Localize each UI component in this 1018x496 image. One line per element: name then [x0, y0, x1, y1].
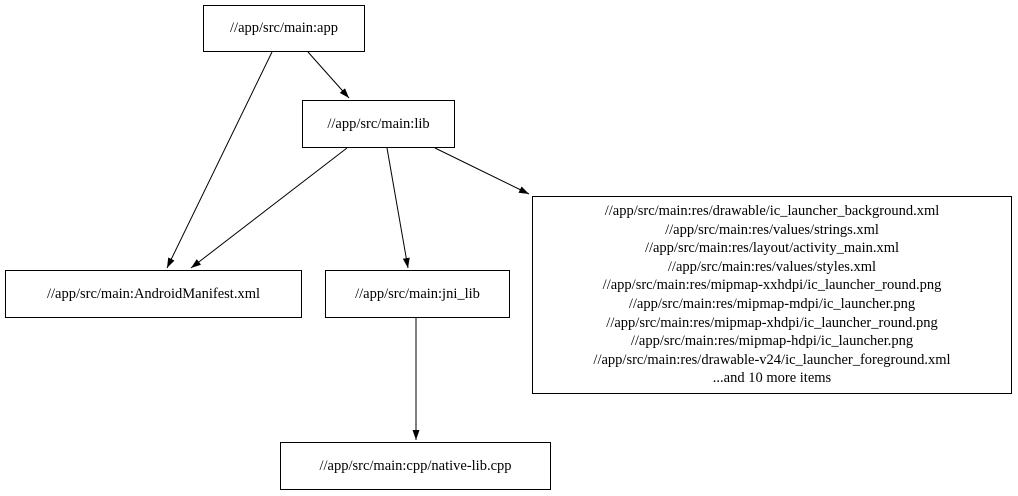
res-group-more-items: ...and 10 more items	[712, 370, 832, 387]
node-app-label: //app/src/main:app	[230, 20, 338, 36]
edge-lib-to-jni-lib	[386, 147, 410, 269]
res-group-line: //app/src/main:res/layout/activity_main.…	[644, 240, 900, 257]
node-res-group: //app/src/main:res/drawable/ic_launcher_…	[532, 196, 1012, 394]
edge-app-to-android-manifest	[166, 51, 273, 269]
res-group-line: //app/src/main:res/values/styles.xml	[667, 258, 877, 275]
res-group-line: //app/src/main:res/drawable/ic_launcher_…	[604, 203, 940, 220]
node-native-lib-label: //app/src/main:cpp/native-lib.cpp	[319, 457, 512, 474]
node-app: //app/src/main:app	[203, 5, 365, 52]
node-native-lib: //app/src/main:cpp/native-lib.cpp	[280, 442, 551, 490]
edge-lib-to-android-manifest	[190, 147, 348, 269]
res-group-line: //app/src/main:res/mipmap-xxhdpi/ic_laun…	[602, 277, 942, 294]
node-lib-label: //app/src/main:lib	[327, 115, 430, 132]
res-group-line: //app/src/main:res/values/strings.xml	[665, 221, 879, 238]
res-group-line: //app/src/main:res/mipmap-hdpi/ic_launch…	[630, 333, 914, 350]
node-android-manifest: //app/src/main:AndroidManifest.xml	[5, 270, 302, 318]
res-group-line: //app/src/main:res/mipmap-mdpi/ic_launch…	[628, 296, 916, 312]
res-group-line: //app/src/main:res/mipmap-xhdpi/ic_launc…	[606, 314, 938, 331]
node-android-manifest-label: //app/src/main:AndroidManifest.xml	[46, 285, 261, 302]
edge-lib-to-res-group	[434, 147, 530, 195]
res-group-line: //app/src/main:res/drawable-v24/ic_launc…	[593, 351, 951, 368]
node-jni-lib: //app/src/main:jni_lib	[325, 270, 510, 318]
edge-app-to-lib	[307, 51, 350, 99]
node-jni-lib-label: //app/src/main:jni_lib	[355, 285, 480, 302]
node-lib: //app/src/main:lib	[302, 100, 455, 148]
